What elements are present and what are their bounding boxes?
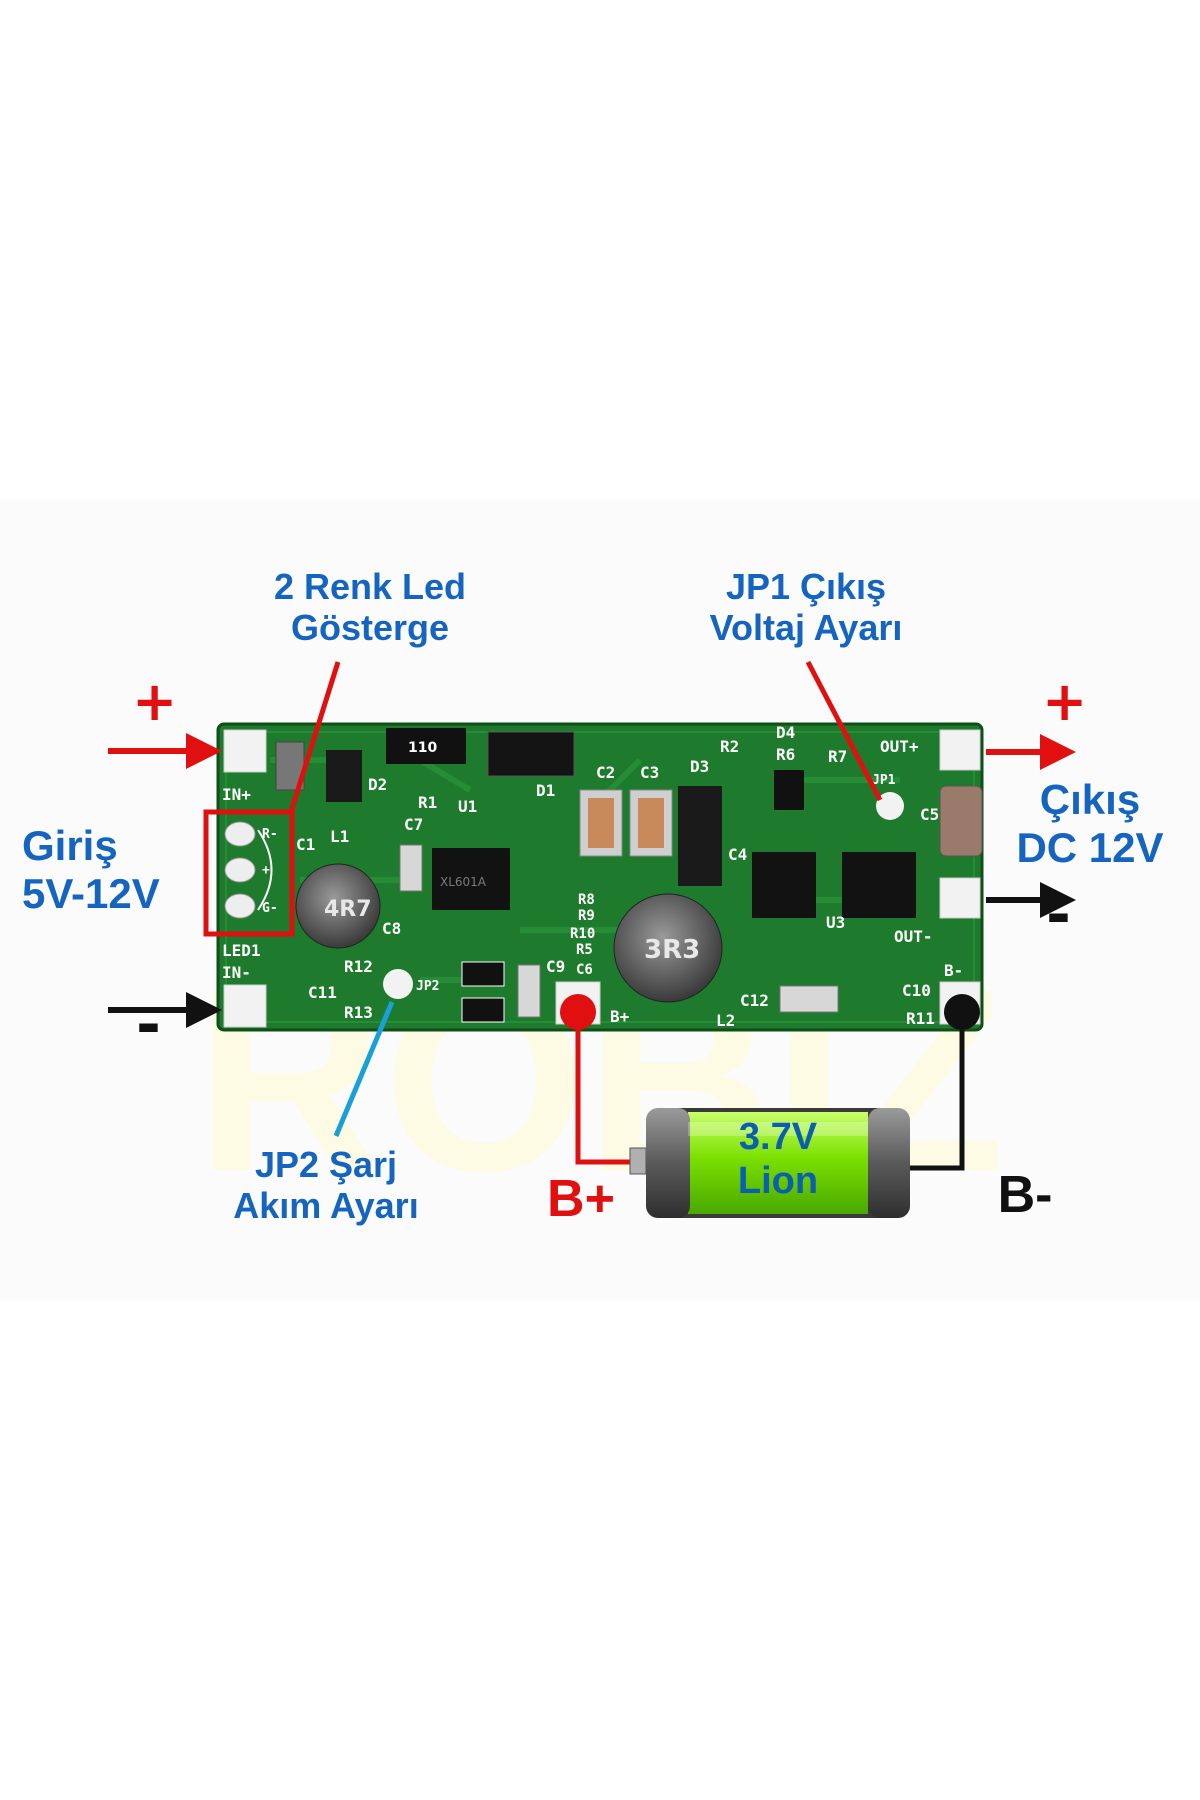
d4-diode	[774, 770, 804, 810]
jp2-current-label: JP2 Şarj Akım Ayarı	[233, 1144, 419, 1227]
output-voltage-label: Çıkış DC 12V	[1016, 776, 1164, 872]
input-plus-sign: +	[132, 670, 178, 733]
silk-c11: C11	[308, 983, 337, 1002]
silk-c1: C1	[296, 835, 315, 854]
led-highlight-box	[203, 809, 295, 937]
jp1-pad	[876, 792, 904, 820]
pad-in-plus	[223, 729, 267, 773]
silk-in-plus: IN+	[222, 785, 251, 804]
silk-d2: D2	[368, 775, 387, 794]
input-voltage-label: Giriş 5V-12V	[22, 822, 160, 918]
silk-c8: C8	[382, 919, 401, 938]
silk-u1: U1	[458, 797, 477, 816]
b-minus-wire	[908, 1012, 965, 1171]
inductor-l1	[295, 863, 381, 949]
silk-jp1: JP1	[872, 773, 896, 788]
silk-g-minus: G-	[262, 901, 278, 916]
silk-d4: D4	[776, 723, 795, 742]
silk-in-minus: IN-	[222, 963, 251, 982]
resistor-r13	[461, 997, 505, 1023]
b-minus-label: B-	[997, 1166, 1053, 1224]
silk-b-minus: B-	[944, 961, 963, 980]
led-header	[224, 821, 273, 919]
silk-out-minus: OUT-	[894, 927, 933, 946]
output-plus-sign: +	[1042, 670, 1088, 733]
transistor-q1	[326, 750, 362, 802]
jp2-lead-line	[333, 1001, 395, 1137]
jp1-voltage-label: JP1 Çıkış Voltaj Ayarı	[709, 566, 903, 649]
cap-c5	[939, 785, 983, 857]
silk-r1: R1	[418, 793, 437, 812]
pad-in-minus	[223, 984, 267, 1028]
pad-out-minus	[939, 877, 981, 919]
inductor-l2	[613, 893, 723, 1003]
silk-out-plus: OUT+	[880, 737, 919, 756]
chip-u1	[432, 848, 510, 910]
silk-r8: R8	[578, 892, 595, 908]
silk-c5: C5	[920, 805, 939, 824]
silk-c12: C12	[740, 991, 769, 1010]
silk-c9: C9	[546, 957, 565, 976]
silk-plus: +	[262, 863, 270, 878]
d1-diode	[487, 731, 575, 777]
silk-u3: U3	[826, 913, 845, 932]
chip-u2	[752, 852, 816, 918]
cap-c12	[779, 985, 839, 1013]
jp2-pad	[383, 969, 413, 999]
silk-l2: L2	[716, 1011, 735, 1030]
b-plus-wire	[575, 1012, 640, 1165]
cap-c9	[517, 964, 541, 1018]
silk-r5: R5	[576, 942, 593, 958]
b-minus-dot	[944, 994, 980, 1030]
silk-c6: C6	[576, 962, 593, 978]
silk-c10: C10	[902, 981, 931, 1000]
d3-diode	[678, 786, 722, 886]
chip-u3	[842, 852, 916, 918]
battery-label: 3.7V Lion	[737, 1116, 819, 1202]
silk-r9: R9	[578, 908, 595, 924]
led-indicator-label: 2 Renk Led Gösterge	[273, 566, 467, 649]
silk-r2: R2	[720, 737, 739, 756]
silk-r7: R7	[828, 747, 847, 766]
b-plus-dot	[560, 994, 596, 1030]
led-lead-line	[287, 661, 341, 816]
inductor-l2-mark: 3R3	[644, 935, 700, 965]
silk-c4: C4	[728, 845, 747, 864]
silk-c3: C3	[640, 763, 659, 782]
battery-cell	[629, 1108, 910, 1218]
silk-jp2: JP2	[416, 979, 439, 994]
silk-d3: D3	[690, 757, 709, 776]
cap-c7	[399, 844, 423, 892]
resistor-mark: 110	[408, 740, 437, 756]
silk-led1: LED1	[222, 941, 261, 960]
silk-r6: R6	[776, 745, 795, 764]
output-minus-sign: -	[1046, 880, 1071, 950]
silk-l1: L1	[330, 827, 349, 846]
inductor-l1-mark: 4R7	[324, 897, 372, 922]
resistor-110	[386, 728, 466, 764]
silk-d1: D1	[536, 781, 555, 800]
silk-r11: R11	[906, 1009, 935, 1028]
jp1-lead-line	[805, 660, 883, 802]
silk-c2: C2	[596, 763, 615, 782]
silk-b-plus: B+	[610, 1007, 630, 1026]
silk-c7: C7	[404, 815, 423, 834]
b-plus-label: B+	[547, 1170, 615, 1228]
silkscreen: IN+ IN- OUT+ OUT- B+ B- LED1 R- + G- D1 …	[222, 723, 963, 1030]
silk-r13: R13	[344, 1003, 373, 1022]
silk-r12: R12	[344, 957, 373, 976]
silk-r-minus: R-	[262, 827, 278, 842]
chip-u1-mark: XL601A	[440, 875, 487, 889]
silk-r10: R10	[570, 926, 595, 942]
resistor-r12	[461, 961, 505, 987]
input-minus-sign: -	[136, 990, 161, 1060]
pad-out-plus	[939, 729, 981, 771]
